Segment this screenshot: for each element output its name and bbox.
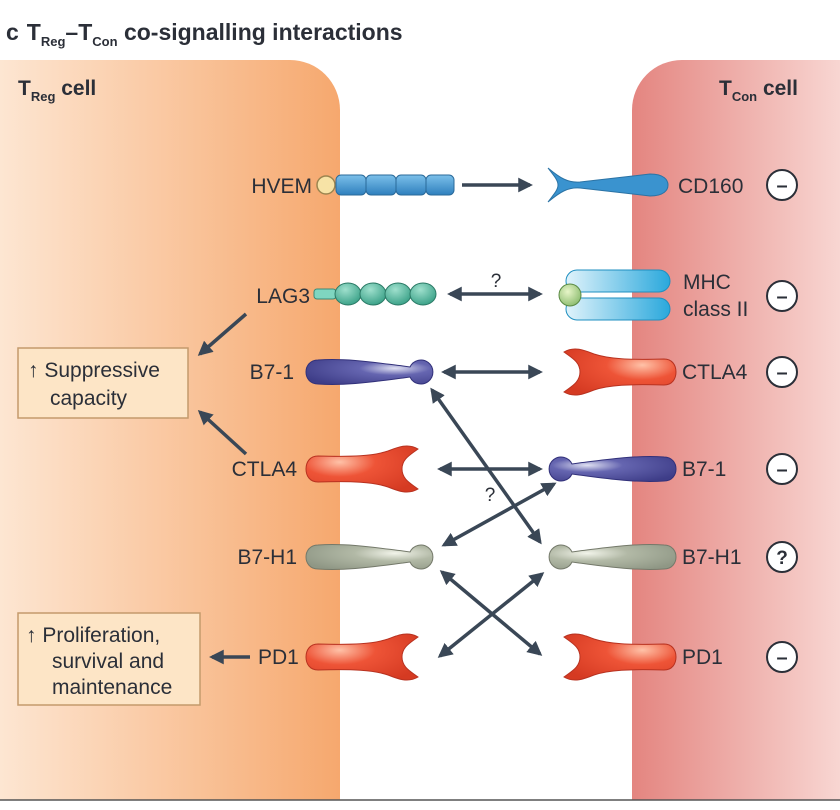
sign-ctla4: – [766, 356, 798, 388]
sign-b7-h1: ? [766, 541, 798, 573]
svg-text:?: ? [776, 548, 788, 569]
label-cd160: CD160 [678, 175, 743, 198]
label-ctla4-right: CTLA4 [682, 361, 748, 384]
label-ctla4-left: CTLA4 [232, 458, 298, 481]
proliferation-box: ↑ Proliferation, survival and maintenanc… [17, 612, 201, 706]
b7-h1-molecule-left [305, 544, 434, 570]
label-pd1-left: PD1 [258, 646, 299, 669]
question-mark-lag3: ? [491, 271, 502, 292]
lag3-molecule [313, 282, 437, 306]
svg-text:↑ Proliferation,: ↑ Proliferation, [26, 624, 160, 647]
arrow-b7-1-to-b7-h1 [430, 387, 542, 545]
arrow-lag3-to-suppressive [197, 312, 248, 356]
hvem-molecule [316, 174, 455, 196]
suppressive-capacity-box: ↑ Suppressive capacity [17, 347, 189, 419]
label-mhc-line1: MHC [683, 271, 731, 294]
arrow-ctla4-to-suppressive [197, 410, 248, 456]
svg-text:–: – [776, 175, 787, 197]
label-b7-1-right: B7-1 [682, 458, 726, 481]
arrow-pd1-to-b7-h1 [437, 572, 545, 658]
arrow-b7-1-to-b7-h1-reverse [441, 482, 557, 547]
b7-1-molecule-left [305, 359, 434, 385]
svg-text:–: – [776, 459, 787, 481]
tcon-cell [632, 60, 840, 800]
label-b7-1-left: B7-1 [250, 361, 294, 384]
svg-text:capacity: capacity [50, 387, 128, 410]
treg-cell-label: TReg cell [18, 77, 96, 104]
svg-text:–: – [776, 362, 787, 384]
sign-b7-1: – [766, 453, 798, 485]
b7-1-molecule-right [548, 456, 677, 482]
svg-text:–: – [776, 647, 787, 669]
label-b7-h1-right: B7-H1 [682, 546, 742, 569]
label-mhc-line2: class II [683, 298, 748, 321]
label-lag3: LAG3 [256, 285, 310, 308]
svg-text:maintenance: maintenance [52, 676, 172, 699]
b7-h1-molecule-right [548, 544, 677, 570]
sign-pd1: – [766, 641, 798, 673]
svg-text:survival and: survival and [52, 650, 164, 673]
sign-cd160: – [766, 169, 798, 201]
sign-mhc: – [766, 280, 798, 312]
cd160-molecule [547, 167, 669, 203]
label-b7-h1-left: B7-H1 [237, 546, 297, 569]
svg-text:↑ Suppressive: ↑ Suppressive [28, 359, 160, 382]
question-mark-b7: ? [485, 485, 496, 506]
label-pd1-right: PD1 [682, 646, 723, 669]
tcon-cell-label: TCon cell [719, 77, 798, 104]
svg-text:–: – [776, 286, 787, 308]
label-hvem: HVEM [251, 175, 312, 198]
mhc-class-ii-molecule [558, 269, 671, 321]
